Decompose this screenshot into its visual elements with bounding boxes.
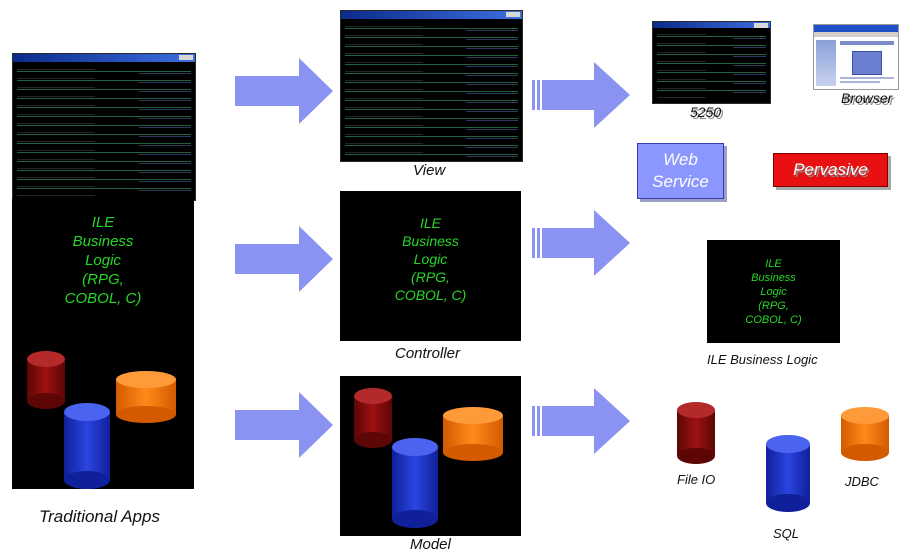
arrow-traditional-to-controller <box>235 226 333 292</box>
traditional-apps-label: Traditional Apps <box>39 507 160 526</box>
terminal-titlebar <box>13 54 195 62</box>
jdbc-cylinder <box>841 407 889 461</box>
controller-label: Controller <box>395 345 461 362</box>
jdbc-label: JDBC <box>845 474 879 489</box>
arrow-controller-to-logic <box>532 210 630 276</box>
terminal-text-lines <box>345 23 518 157</box>
traditional-screen-thumbnail <box>12 53 196 201</box>
web-service-box: Web Service <box>637 143 724 199</box>
5250-screen-thumbnail <box>652 21 771 104</box>
view-label: View <box>413 162 446 179</box>
terminal-text-lines <box>657 31 766 99</box>
arrow-traditional-to-view <box>235 58 333 124</box>
model-label: Model <box>410 536 451 553</box>
view-screen-thumbnail <box>340 10 523 162</box>
arrow-view-to-clients <box>532 62 630 128</box>
file-io-label: File IO <box>677 472 716 487</box>
traditional-logic-text: ILE Business Logic (RPG, COBOL, C) <box>64 214 142 307</box>
browser-screen-thumbnail <box>813 24 899 90</box>
ile-business-logic-label: ILE Business Logic <box>707 352 818 367</box>
arrow-traditional-to-model <box>235 392 333 458</box>
sql-cylinder <box>766 435 810 512</box>
controller-logic-text: ILE Business Logic (RPG, COBOL, C) <box>394 215 467 303</box>
browser-label: Browser <box>841 90 893 106</box>
terminal-text-lines <box>17 66 191 196</box>
controller-panel: ILE Business Logic (RPG, COBOL, C) <box>340 191 521 341</box>
database-cylinder-red <box>27 351 65 409</box>
sql-label: SQL <box>773 526 800 541</box>
file-io-cylinder <box>677 402 715 464</box>
5250-label: 5250 <box>690 104 722 120</box>
pervasive-box: Pervasive <box>773 153 888 187</box>
terminal-titlebar <box>653 22 770 28</box>
terminal-titlebar <box>341 11 522 19</box>
model-panel <box>340 376 521 536</box>
database-cylinder-blue <box>392 438 438 528</box>
database-cylinder-blue <box>64 403 110 489</box>
database-cylinder-orange <box>443 407 503 461</box>
ile-business-logic-panel: ILE Business Logic (RPG, COBOL, C) <box>707 240 840 343</box>
ile-logic-text: ILE Business Logic (RPG, COBOL, C) <box>745 258 802 326</box>
database-cylinder-orange <box>116 371 176 423</box>
database-cylinder-red <box>354 388 392 448</box>
traditional-app-panel: ILE Business Logic (RPG, COBOL, C) <box>12 199 194 489</box>
arrow-model-to-data <box>532 388 630 454</box>
